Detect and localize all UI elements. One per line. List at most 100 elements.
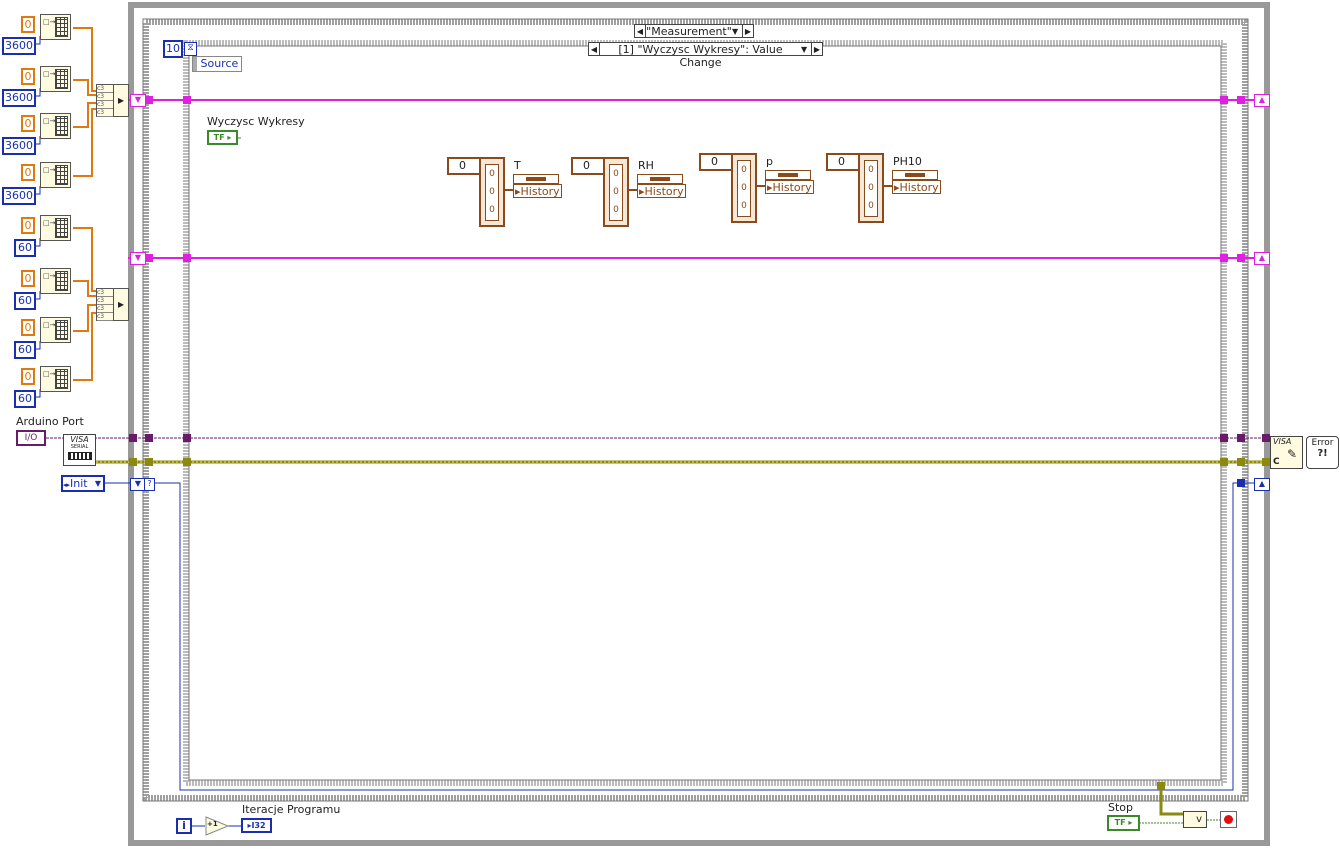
zero-constant[interactable]: 0 — [21, 319, 35, 336]
wyczysc-label: Wyczysc Wykresy — [207, 115, 305, 128]
history-label: History — [644, 185, 684, 198]
error-tunnel — [145, 458, 153, 466]
array-element: 0 — [741, 201, 747, 211]
visa-tunnel — [183, 434, 191, 442]
chart-index-constant[interactable]: 0 — [447, 157, 481, 175]
shift-register-left: ▼ — [130, 94, 146, 107]
history-label: History — [899, 181, 939, 194]
history-property[interactable]: ▸History — [637, 184, 686, 198]
dimension-constant[interactable]: 3600 — [2, 187, 36, 205]
array-element: 0 — [489, 169, 495, 179]
tf-text: TF — [1114, 818, 1126, 827]
pink-tunnel — [1220, 96, 1228, 104]
stop-boolean-terminal[interactable]: TF ▸ — [1107, 815, 1140, 831]
iteration-indicator[interactable]: ▸I32 — [241, 818, 272, 833]
event-selector[interactable]: ◀ [1] "Wyczysc Wykresy": Value Change ▼ … — [588, 42, 823, 69]
shift-register-right: ▲ — [1254, 252, 1270, 265]
prev-event-arrow-icon[interactable]: ◀ — [589, 43, 600, 55]
init-enum-value: Init — [70, 477, 88, 490]
orange-wires-mid — [73, 227, 97, 381]
event-selector-label: [1] "Wyczysc Wykresy": Value Change — [618, 43, 783, 69]
next-case-arrow-icon[interactable]: ▶ — [742, 25, 753, 37]
visa-tunnel — [145, 434, 153, 442]
timeout-constant[interactable]: 10 — [163, 40, 183, 58]
while-loop-frame — [128, 2, 1270, 846]
zero-constant[interactable]: 0 — [21, 368, 35, 385]
zero-constant[interactable]: 0 — [21, 164, 35, 181]
chart-index-constant[interactable]: 0 — [571, 157, 605, 175]
hourglass-icon: ⧖ — [184, 42, 197, 56]
dimension-constant[interactable]: 3600 — [2, 89, 36, 107]
initialize-array-node: □→ — [40, 113, 71, 139]
error-tunnel — [1262, 458, 1270, 466]
dimension-constant[interactable]: 3600 — [2, 137, 36, 155]
shift-register-right-enum: ▲ — [1254, 478, 1270, 491]
i32-text: I32 — [251, 821, 266, 830]
history-property[interactable]: ▸History — [513, 184, 562, 198]
arduino-port-label: Arduino Port — [16, 415, 84, 428]
zero-constant[interactable]: 0 — [21, 217, 35, 234]
case-selector[interactable]: ◀ "Measurement" ▼ ▶ — [634, 24, 754, 38]
chart-array-constant: 0 0 0 — [603, 157, 629, 227]
pink-tunnel — [145, 254, 153, 262]
history-label: History — [520, 185, 560, 198]
pink-tunnel — [1220, 254, 1228, 262]
io-text: I/O — [24, 433, 38, 443]
wyczysc-boolean-terminal[interactable]: TF ▸ — [207, 130, 238, 145]
chart-index-constant[interactable]: 0 — [699, 153, 733, 171]
visa-configure-serial-node: VISA SERIAL — [63, 434, 96, 466]
dimension-constant[interactable]: 3600 — [2, 37, 36, 55]
visa-tunnel — [129, 434, 137, 442]
array-element: 0 — [613, 205, 619, 215]
dropdown-arrow-icon[interactable]: ▼ — [732, 27, 739, 36]
error-tunnel — [1237, 458, 1245, 466]
chart-index-constant[interactable]: 0 — [826, 153, 860, 171]
zero-constant[interactable]: 0 — [21, 270, 35, 287]
array-element: 0 — [613, 169, 619, 179]
stop-condition-icon[interactable] — [1220, 811, 1237, 828]
error-tunnel — [129, 458, 137, 466]
pink-tunnel — [1237, 96, 1245, 104]
next-event-arrow-icon[interactable]: ▶ — [811, 43, 822, 55]
history-property[interactable]: ▸History — [892, 180, 941, 194]
dimension-constant[interactable]: 60 — [14, 341, 36, 359]
init-enum-constant[interactable]: ◂▸Init ▼ — [61, 475, 105, 492]
iteration-terminal: i — [176, 818, 192, 834]
source-label: Source — [200, 57, 239, 70]
dimension-constant[interactable]: 60 — [14, 239, 36, 257]
dimension-constant[interactable]: 60 — [14, 390, 36, 408]
zero-constant[interactable]: 0 — [21, 115, 35, 132]
selector-terminal: ? — [144, 478, 155, 491]
chart-reference-icon — [892, 170, 938, 180]
dimension-constant[interactable]: 60 — [14, 292, 36, 310]
visa-tunnel — [1237, 434, 1245, 442]
pink-wires — [128, 99, 1262, 259]
initialize-array-node: □→ — [40, 162, 71, 188]
chart-name-label: p — [766, 155, 773, 168]
zero-constant[interactable]: 0 — [21, 16, 35, 33]
pink-tunnel — [183, 96, 191, 104]
array-element: 0 — [613, 187, 619, 197]
array-element: 0 — [741, 183, 747, 193]
initialize-array-node: □→ — [40, 66, 71, 92]
error-text: Error — [1311, 438, 1334, 448]
zero-constant[interactable]: 0 — [21, 68, 35, 85]
error-tunnel — [183, 458, 191, 466]
error-unbundle-tunnel — [1157, 782, 1165, 790]
dropdown-arrow-icon[interactable]: ▼ — [801, 45, 808, 54]
history-property[interactable]: ▸History — [765, 180, 814, 194]
arduino-port-control[interactable]: I/O — [16, 430, 46, 446]
array-element: 0 — [868, 201, 874, 211]
serial-text: SERIAL — [70, 444, 89, 450]
visa-tunnel — [1220, 434, 1228, 442]
prev-case-arrow-icon[interactable]: ◀ — [635, 25, 646, 37]
enum-wire — [104, 482, 1260, 791]
initialize-array-node: □→ — [40, 215, 71, 241]
error-tunnel — [1220, 458, 1228, 466]
pink-tunnel — [1237, 254, 1245, 262]
increment-label: +1 — [207, 820, 218, 828]
visa-close-text: VISA — [1273, 437, 1292, 446]
